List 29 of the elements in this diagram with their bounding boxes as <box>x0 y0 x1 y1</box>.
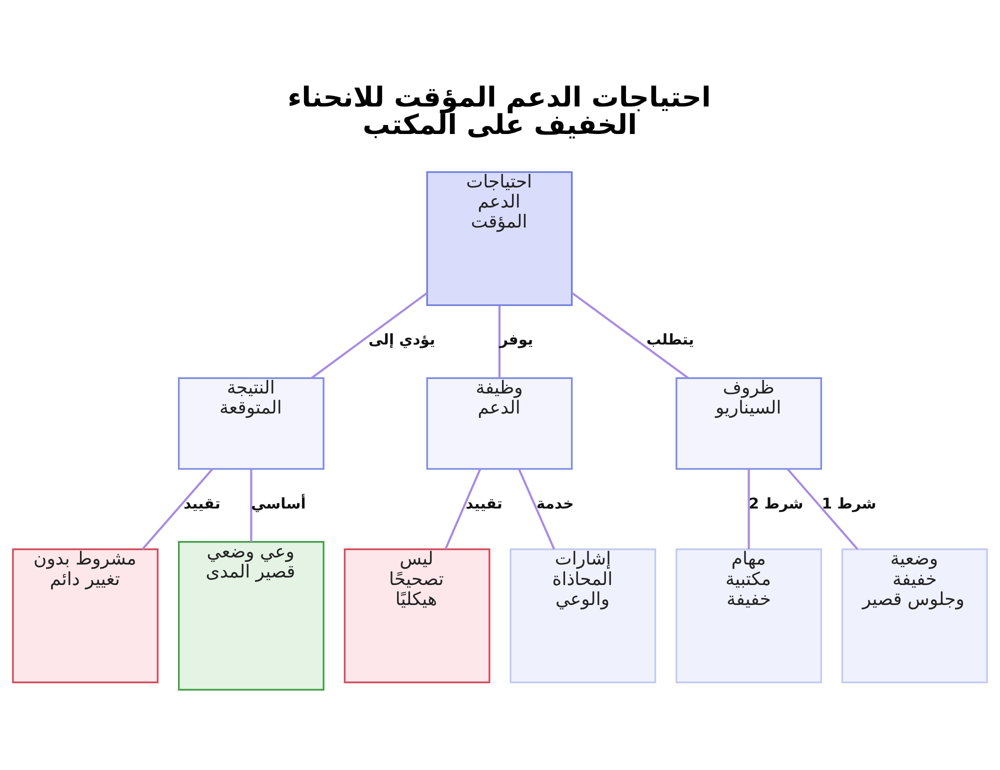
connector <box>498 305 501 378</box>
node-box: إشارات المحاذاة والوعي <box>510 548 656 683</box>
diagram-title: احتياجات الدعم المؤقت للانحناء الخفيف على المكتب <box>288 82 711 140</box>
node-box: وضعية خفيفة وجلوس قصير <box>841 548 988 683</box>
connector <box>748 468 750 549</box>
edge-label: يتطلب <box>646 331 694 348</box>
node-box: وظيفة الدعم <box>426 376 573 470</box>
edge-label: شرط 1 <box>822 494 876 512</box>
connector <box>142 468 214 550</box>
connector <box>518 468 556 550</box>
edge-label: يؤدي إلى <box>368 331 436 348</box>
node-box: وعي وضعي قصير المدى <box>178 540 324 690</box>
connector <box>571 291 689 378</box>
edge-label: أساسي <box>251 494 306 512</box>
node-box: احتياجات الدعم المؤقت <box>426 170 573 306</box>
connector <box>310 292 428 378</box>
connector <box>786 468 858 550</box>
edge-label: يوفر <box>499 331 534 348</box>
node-box: مهام مكتبية خفيفة <box>676 548 822 683</box>
edge-label: شرط 2 <box>748 494 804 512</box>
edge-label: تقييد <box>466 494 502 512</box>
node-box: ظروف السيناريو <box>676 376 822 470</box>
node-box: النتيجة المتوقعة <box>178 376 324 470</box>
connector <box>444 468 482 550</box>
edge-label: تقييد <box>184 494 220 512</box>
connector <box>250 468 252 542</box>
edge-label: خدمة <box>536 494 574 512</box>
node-box: مشروط بدون تغيير دائم <box>12 548 159 683</box>
node-box: ليس تصحيحًا هيكليًا <box>344 548 490 683</box>
